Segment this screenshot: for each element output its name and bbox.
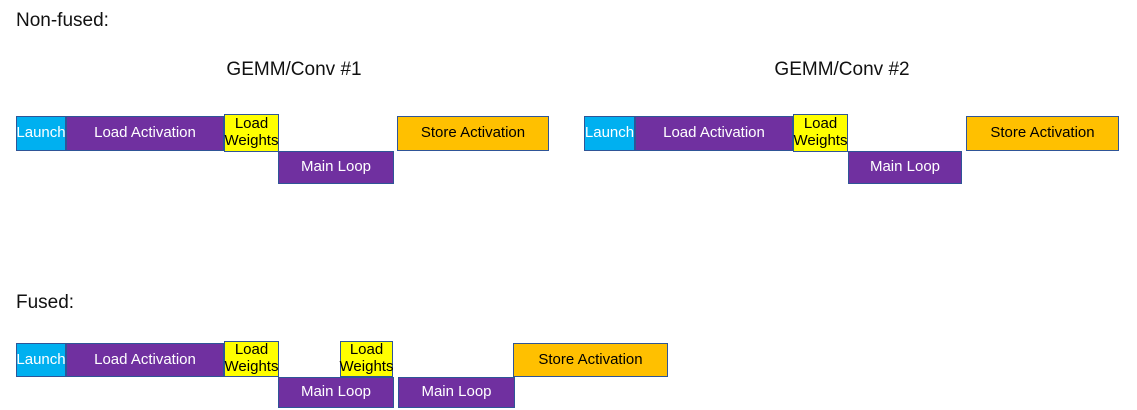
bar-launch: Launch [584,116,635,151]
bar-load-weights: Load Weights [793,114,848,152]
section-label-non-fused: Non-fused: [16,10,109,31]
group-title-gemm-conv-1: GEMM/Conv #1 [226,59,362,80]
bar-main-loop: Main Loop [278,151,394,184]
bar-main-loop: Main Loop [398,377,515,408]
bar-load-activation: Load Activation [635,116,793,151]
section-label-fused: Fused: [16,292,75,313]
bar-load-weights: Load Weights [224,114,279,152]
bar-store-activation: Store Activation [966,116,1119,151]
group-title-gemm-conv-2: GEMM/Conv #2 [774,59,910,80]
bar-load-weights: Load Weights [224,341,279,377]
bar-store-activation: Store Activation [513,343,668,377]
bar-store-activation: Store Activation [397,116,549,151]
bar-load-activation: Load Activation [66,343,224,377]
bar-main-loop: Main Loop [278,377,394,408]
bar-load-weights: Load Weights [339,341,394,377]
bar-load-activation: Load Activation [66,116,224,151]
bar-launch: Launch [16,343,66,377]
bar-launch: Launch [16,116,66,151]
bar-main-loop: Main Loop [848,151,962,184]
